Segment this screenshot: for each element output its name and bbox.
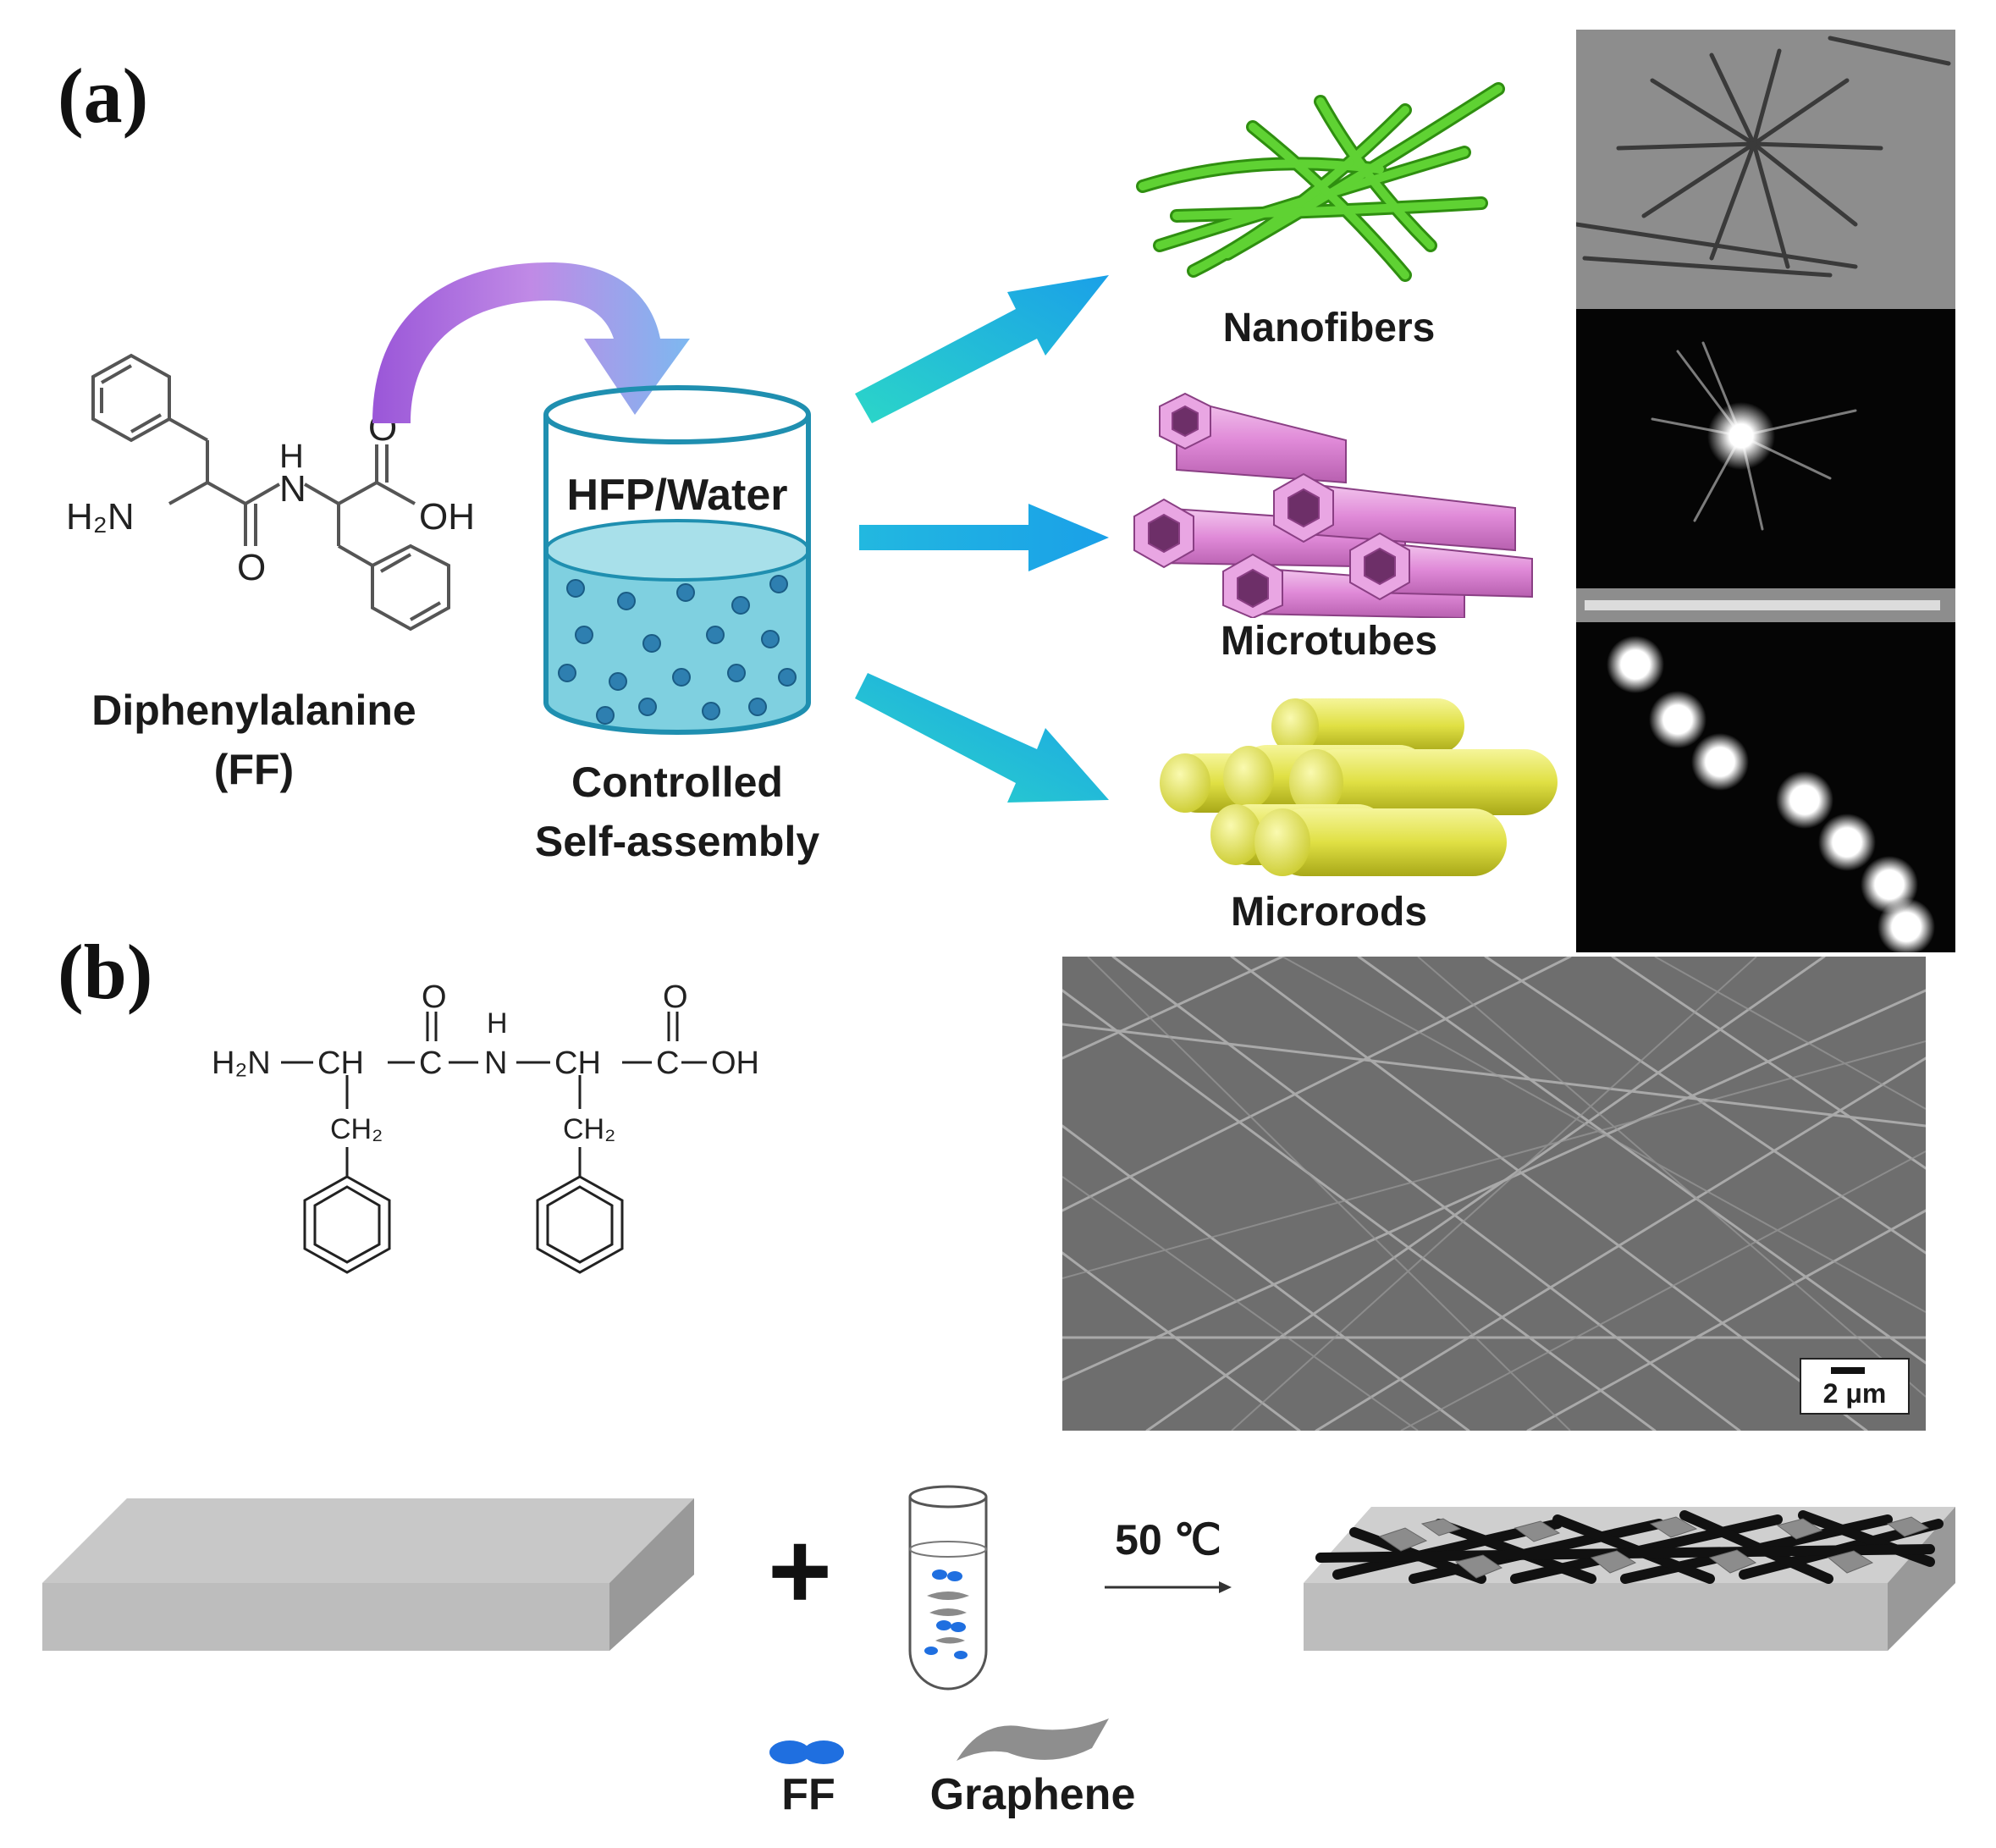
product-label-nanofibers: Nanofibers [1222, 306, 1436, 350]
panel-a-label: (a) [58, 52, 149, 139]
microtubes-illustration [1133, 392, 1533, 618]
molecule-abbrev: (FF) [213, 746, 295, 793]
formula-c-1: C [419, 1045, 442, 1081]
micrograph-nanofibers [1576, 30, 1955, 309]
plus-sign: + [768, 1509, 832, 1632]
atom-oh: OH [419, 496, 474, 538]
formula-n: N [484, 1045, 507, 1081]
legend-ff-label: FF [781, 1770, 835, 1819]
formula-o-1: O [422, 979, 447, 1015]
process-label-line2: Self-assembly [534, 818, 820, 865]
molecule-name: Diphenylalanine [91, 687, 416, 734]
reaction-arrow-icon [1105, 1581, 1232, 1593]
product-label-microtubes: Microtubes [1220, 619, 1438, 664]
formula-h: H [487, 1007, 508, 1040]
diphenylalanine-formula: H₂N CH C O H N CH C O OH CH₂ CH₂ [212, 979, 759, 1274]
arrows-to-products [855, 275, 1109, 803]
scale-bar-label: 2 μm [1822, 1378, 1887, 1409]
temperature-label: 50 ℃ [1115, 1516, 1221, 1564]
arrow-to-nanofibers [855, 275, 1109, 423]
formula-ch2-right: CH₂ [563, 1113, 615, 1145]
formula-ch-1: CH [317, 1045, 364, 1081]
formula-ch2-left: CH₂ [330, 1113, 383, 1145]
formula-oh: OH [711, 1045, 759, 1081]
atom-h2n: H₂N [66, 496, 135, 538]
legend-graphene-icon [957, 1718, 1109, 1761]
formula-c-2: C [656, 1045, 679, 1081]
curved-arrow-icon [372, 262, 690, 423]
arrow-to-microtubes [859, 504, 1109, 571]
formula-ch-2: CH [554, 1045, 601, 1081]
sem-image [1062, 957, 1926, 1431]
diphenylalanine-structure: H₂N H N O O OH [66, 353, 474, 632]
micrograph-microtubes [1576, 309, 1955, 588]
atom-o-bottom: O [237, 547, 266, 588]
micrograph-microrods [1576, 588, 1955, 952]
substrate [42, 1498, 694, 1651]
test-tube [908, 1485, 988, 1691]
product-label-microrods: Microrods [1230, 890, 1428, 935]
atom-h: H [279, 438, 304, 475]
legend-graphene-label: Graphene [929, 1770, 1136, 1819]
atom-n: N [279, 468, 306, 510]
panel-b-label: (b) [58, 929, 153, 1015]
formula-o-2: O [663, 979, 688, 1015]
microrods-illustration [1160, 698, 1558, 876]
beaker-label: HFP/Water [566, 471, 788, 520]
nanofibers-illustration [1136, 82, 1505, 282]
beaker [543, 385, 811, 735]
formula-h2n: H₂N [212, 1045, 271, 1081]
process-label-line1: Controlled [571, 759, 783, 806]
legend-ff-icon [769, 1740, 844, 1764]
arrow-to-microrods [855, 673, 1109, 803]
coated-substrate [1304, 1507, 1955, 1651]
